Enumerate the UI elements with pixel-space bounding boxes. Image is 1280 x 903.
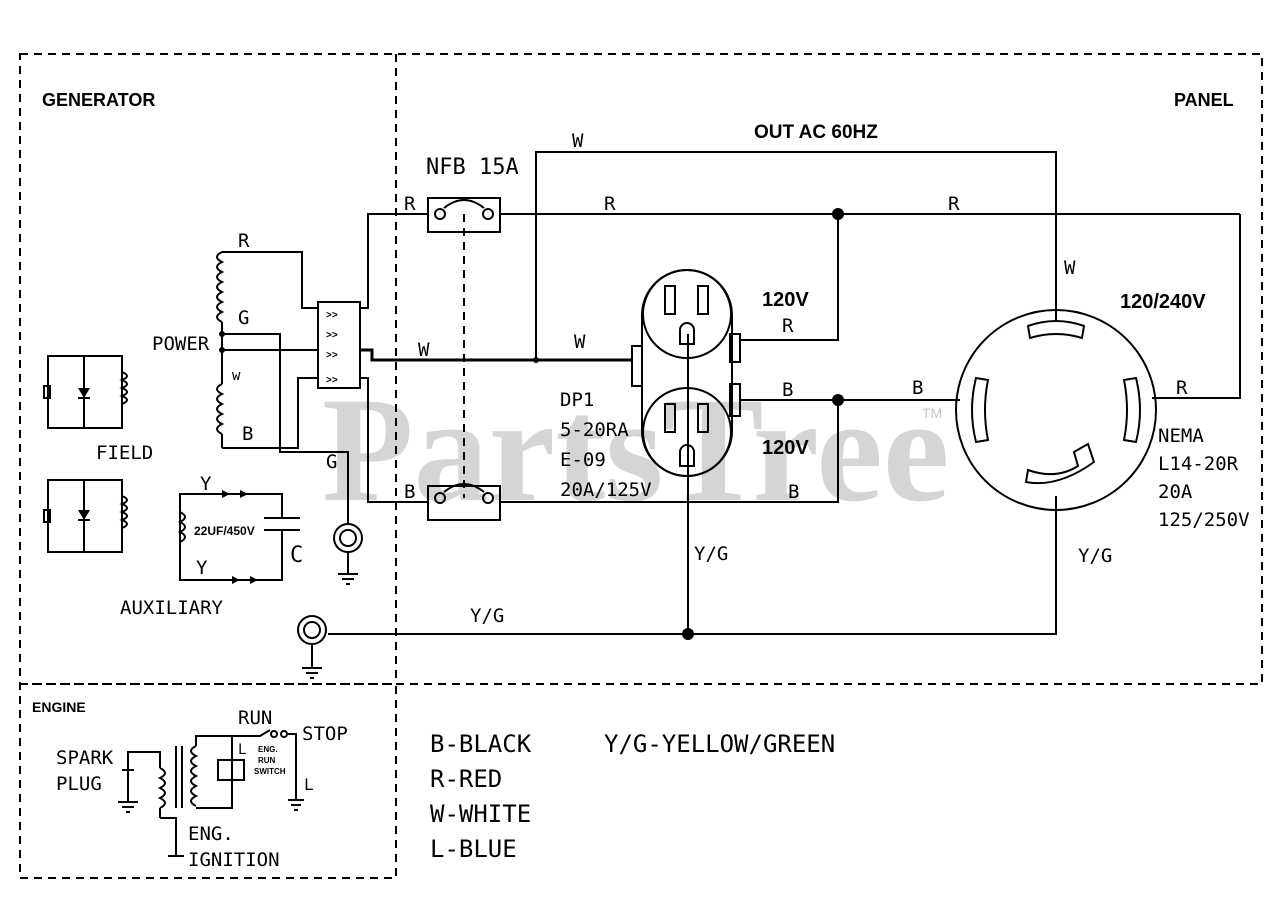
wire-label-yg-nema: Y/G xyxy=(1078,545,1112,567)
svg-text:20A: 20A xyxy=(1158,481,1193,503)
duplex-receptacle xyxy=(631,269,741,477)
svg-text:5-20RA: 5-20RA xyxy=(560,419,629,441)
wire-label-yg-ground: Y/G xyxy=(470,605,504,627)
run-label: RUN xyxy=(238,707,272,729)
wire-label-r-right: R xyxy=(948,193,960,215)
field-rectifier-1 xyxy=(43,355,128,429)
power-label: POWER xyxy=(152,333,210,355)
capacitor-value: 22UF/450V xyxy=(194,524,255,538)
spark-plug-label-1: SPARK xyxy=(56,747,114,769)
wire-label-w-mid: W xyxy=(574,331,586,353)
svg-text:SWITCH: SWITCH xyxy=(254,767,286,776)
color-legend: B-BLACK R-RED W-WHITE L-BLUE Y/G-YELLOW/… xyxy=(430,730,835,863)
capacitor-label: C xyxy=(290,543,303,568)
spark-plug-label-2: PLUG xyxy=(56,773,102,795)
wire-label-r-gen: R xyxy=(238,230,250,252)
svg-text:ENG.: ENG. xyxy=(258,745,278,754)
wire-label-w-top: W xyxy=(572,130,584,152)
wire-label-r-nema: R xyxy=(1176,377,1188,399)
receptacle-spec: DP1 5-20RA E-09 20A/125V xyxy=(560,389,652,501)
wire-label-w-left: W xyxy=(418,339,430,361)
aux-label-y-bottom: Y xyxy=(196,557,208,579)
watermark: PartsTree xyxy=(322,367,949,533)
wire-label-g-ground: G xyxy=(326,451,337,473)
label-120v-top: 120V xyxy=(762,289,809,311)
generator-section-title: GENERATOR xyxy=(42,90,155,110)
svg-text:E-09: E-09 xyxy=(560,449,606,471)
wire-label-w-gen: w xyxy=(232,368,241,384)
panel-ground-symbol xyxy=(297,615,327,679)
field-label: FIELD xyxy=(96,442,153,464)
watermark-tm: TM xyxy=(922,405,942,421)
svg-text:>>: >> xyxy=(326,330,338,341)
svg-text:NEMA: NEMA xyxy=(1158,425,1204,447)
eng-ignition-label-1: ENG. xyxy=(188,823,234,845)
wire-label-b-gen: B xyxy=(242,423,253,445)
svg-text:20A/125V: 20A/125V xyxy=(560,479,652,501)
wire-label-r-mid: R xyxy=(604,193,616,215)
aux-label-y-top: Y xyxy=(200,473,212,495)
generator-wires xyxy=(222,251,349,524)
legend-item-yellow-green: Y/G-YELLOW/GREEN xyxy=(604,730,835,758)
auxiliary-circuit xyxy=(177,490,300,584)
svg-text:>>: >> xyxy=(326,375,338,386)
wire-label-r-nfb: R xyxy=(404,193,416,215)
wire-label-b-recept: B xyxy=(782,379,793,401)
auxiliary-label: AUXILIARY xyxy=(120,597,224,619)
wire-label-b-bottom: B xyxy=(788,481,799,503)
wire-label-b-nema: B xyxy=(912,377,923,399)
panel-wires xyxy=(328,151,1241,640)
legend-item-red: R-RED xyxy=(430,765,502,793)
nema-twistlock xyxy=(955,309,1157,511)
engine-ignition-circuit xyxy=(118,729,304,857)
generator-ground-symbol xyxy=(333,523,363,585)
wire-label-yg-recept: Y/G xyxy=(694,543,728,565)
legend-item-black: B-BLACK xyxy=(430,730,532,758)
out-ac-label: OUT AC 60HZ xyxy=(754,122,878,143)
svg-text:DP1: DP1 xyxy=(560,389,594,411)
nema-spec: NEMA L14-20R 20A 125/250V xyxy=(1158,425,1250,531)
terminal-block: >> >> >> >> xyxy=(317,301,361,389)
eng-ignition-label-2: IGNITION xyxy=(188,849,280,871)
label-120-240v: 120/240V xyxy=(1120,291,1206,313)
svg-text:125/250V: 125/250V xyxy=(1158,509,1250,531)
wire-label-w-nema: W xyxy=(1064,257,1076,279)
run-switch-label: ENG. RUN SWITCH xyxy=(254,745,286,776)
legend-item-white: W-WHITE xyxy=(430,800,531,828)
wire-label-l-stop: L xyxy=(304,775,314,794)
svg-text:RUN: RUN xyxy=(258,756,276,765)
field-rectifier-2 xyxy=(43,479,128,553)
wire-label-l-engine: L xyxy=(238,742,246,758)
wire-label-g-gen: G xyxy=(238,307,249,329)
section-borders xyxy=(19,53,1263,879)
nfb-breaker xyxy=(427,197,501,521)
wire-label-b-nfb: B xyxy=(404,481,415,503)
nfb-label: NFB 15A xyxy=(426,155,519,180)
label-120v-bottom: 120V xyxy=(762,437,809,459)
svg-text:L14-20R: L14-20R xyxy=(1158,453,1239,475)
svg-text:>>: >> xyxy=(326,310,338,321)
legend-item-blue: L-BLUE xyxy=(430,835,517,863)
engine-section-title: ENGINE xyxy=(32,699,86,715)
svg-text:>>: >> xyxy=(326,350,338,361)
stop-label: STOP xyxy=(302,723,348,745)
panel-section-title: PANEL xyxy=(1174,90,1234,110)
wire-label-r-recept: R xyxy=(782,315,794,337)
